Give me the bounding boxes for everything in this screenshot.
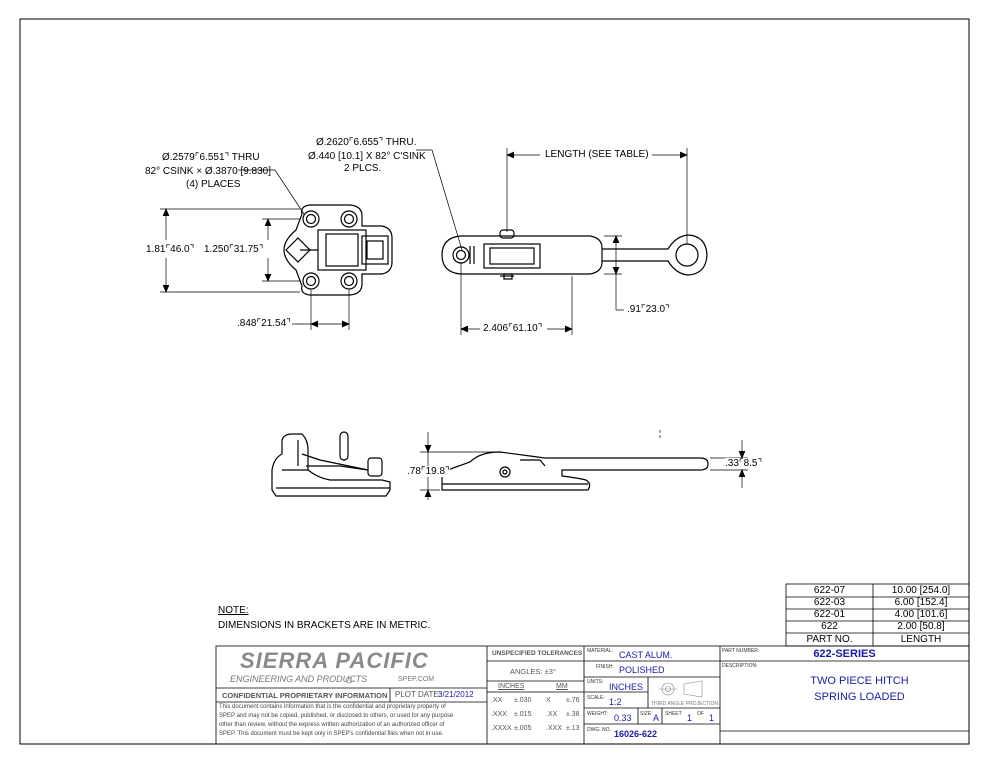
tol-row-0-d: ±.76 <box>566 697 580 704</box>
company-logo-name: SIERRA PACIFIC <box>240 648 429 673</box>
top-view-latch <box>283 204 393 296</box>
finish-value: POLISHED <box>619 665 665 675</box>
top-view-hitch <box>441 229 708 280</box>
dwg-no-label: DWG. NO. <box>587 727 611 733</box>
side-view-latch <box>271 431 391 497</box>
left-hole-callout-2: 82° CSINK × Ø.3870 [9.830] <box>145 166 272 177</box>
of-value: 1 <box>709 713 715 723</box>
table-part-3: 622 <box>821 621 838 632</box>
description-line-1: TWO PIECE HITCH <box>810 675 909 687</box>
material-label: MATERIAL: <box>587 648 614 654</box>
right-hole-callout-2: Ø.440 [10.1] X 82° C'SINK <box>308 151 426 162</box>
top-view-dimensions <box>160 169 350 330</box>
right-hole-callout-1: Ø.2620⌜6.655⌝ THRU. <box>316 137 417 148</box>
dim-78: .78⌜19.8⌝ <box>407 466 450 477</box>
tol-row-2-d: ±.13 <box>566 725 580 732</box>
length-table-lines <box>785 583 970 647</box>
finish-label: FINISH: <box>596 664 614 670</box>
tol-row-2-b: ±.005 <box>514 725 532 732</box>
units-value: INCHES <box>609 682 644 692</box>
company-website: SPEP.COM <box>398 676 435 683</box>
table-length-3: 2.00 [50.8] <box>897 621 945 632</box>
tolerances-mm-header: MM <box>556 683 568 690</box>
sheet-value: 1 <box>687 713 693 723</box>
tol-row-0-b: ±.030 <box>514 697 532 704</box>
size-value: A <box>653 713 660 723</box>
tolerances-inches-header: INCHES <box>498 683 525 690</box>
tolerances-angles: ANGLES: ±3° <box>510 667 556 676</box>
tol-row-0-c: X <box>546 697 551 704</box>
table-part-2: 622-01 <box>813 609 846 620</box>
table-part-0: 622-07 <box>813 585 846 596</box>
right-hole-callout-3: 2 PLCS. <box>344 163 382 174</box>
dwg-no-value: 16026-622 <box>614 729 658 739</box>
note-title: NOTE: <box>218 605 249 616</box>
dim-33: .33⌜8.5⌝ <box>725 458 763 469</box>
dim-2-406: 2.406⌜61.10⌝ <box>483 323 543 334</box>
table-length-0: 10.00 [254.0] <box>891 585 951 596</box>
projection-label: THIRD ANGLE PROJECTION <box>651 701 718 707</box>
table-length-2: 4.00 [101.6] <box>894 609 948 620</box>
disclaimer-3: other than review, without the express w… <box>219 722 445 728</box>
tol-row-1-d: ±.38 <box>566 711 580 718</box>
dim-1-81: 1.81⌜46.0⌝ <box>146 244 195 255</box>
description-line-2: SPRING LOADED <box>814 691 905 703</box>
disclaimer-2: SPEP and may not be copied, published, o… <box>219 713 454 719</box>
dim-91: .91⌜23.0⌝ <box>627 304 670 315</box>
left-hole-callout-1: Ø.2579⌜6.551⌝ THRU <box>162 152 260 163</box>
registered-mark-icon <box>345 676 353 684</box>
tol-row-1-c: .XX <box>546 711 558 718</box>
company-subtitle: ENGINEERING AND PRODUCTS <box>230 674 368 684</box>
tol-row-1-b: ±.015 <box>514 711 532 718</box>
hitch-dimensions <box>416 148 688 335</box>
tol-row-1-a: .XXX <box>491 711 507 718</box>
tolerances-heading: UNSPECIFIED TOLERANCES <box>492 650 583 657</box>
scale-label: SCALE: <box>587 695 605 701</box>
of-label: OF <box>697 711 704 717</box>
table-header-length: LENGTH <box>900 634 942 645</box>
dim-848: .848⌜21.54⌝ <box>237 318 291 329</box>
confidential-heading: CONFIDENTIAL PROPRIETARY INFORMATION <box>222 691 388 700</box>
tol-row-2-a: .XXXX <box>491 725 512 732</box>
description-label: DESCRIPTION: <box>722 663 758 669</box>
disclaimer-4: SPEP. This document must be kept only in… <box>219 731 444 737</box>
scale-value: 1:2 <box>609 697 622 707</box>
note-text: DIMENSIONS IN BRACKETS ARE IN METRIC. <box>218 620 431 631</box>
side-view-hitch <box>441 451 709 491</box>
size-label: SIZE: <box>640 711 653 717</box>
disclaimer-1: This document contains information that … <box>219 704 446 710</box>
units-label: UNITS: <box>587 679 604 685</box>
tol-row-0-a: .XX <box>491 697 503 704</box>
part-number-label: PART NUMBER: <box>722 648 760 654</box>
sheet-label: SHEET <box>665 711 682 717</box>
table-length-1: 6.00 [152.4] <box>894 597 948 608</box>
third-angle-projection-symbol <box>659 680 703 698</box>
part-number-value: 622-SERIES <box>813 648 876 660</box>
weight-value: 0.33 <box>614 713 632 723</box>
weight-label: WEIGHT: <box>587 711 608 717</box>
plot-date-label: PLOT DATE: <box>395 690 441 699</box>
dim-1-250: 1.250⌜31.75⌝ <box>204 244 264 255</box>
table-header-part: PART NO. <box>806 634 853 645</box>
title-block-lines <box>215 645 970 745</box>
table-part-1: 622-03 <box>813 597 846 608</box>
left-hole-callout-3: (4) PLACES <box>186 179 241 190</box>
tol-row-2-c: .XXX <box>546 725 562 732</box>
material-value: CAST ALUM. <box>619 650 673 660</box>
plot-date: 3/21/2012 <box>438 690 474 699</box>
length-label: LENGTH (SEE TABLE) <box>545 149 649 160</box>
